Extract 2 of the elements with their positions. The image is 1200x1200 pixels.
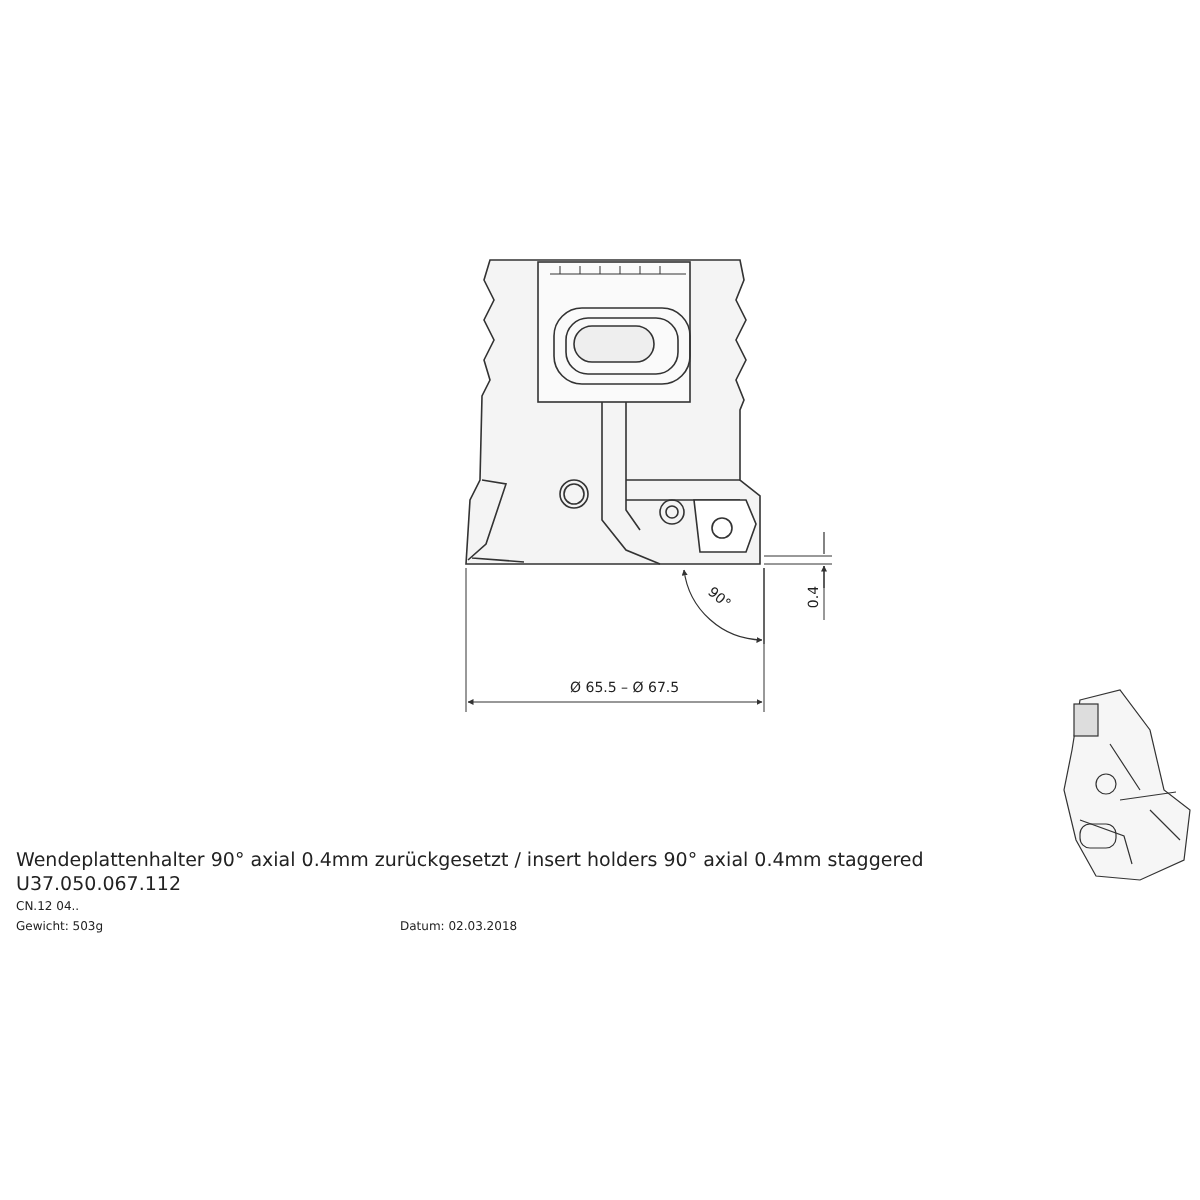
part-number: U37.050.067.112: [16, 876, 181, 895]
product-title: Wendeplattenhalter 90° axial 0.4mm zurückgesetzt / insert holders 90° axial 0.4mm staggered: [16, 852, 924, 871]
